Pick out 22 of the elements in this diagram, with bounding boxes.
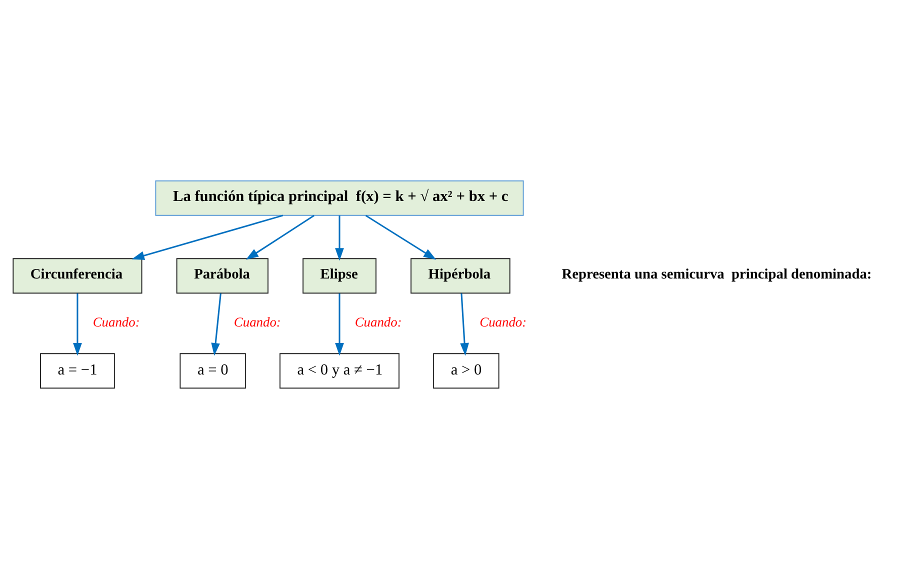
arrow bbox=[73, 293, 82, 356]
arrow bbox=[365, 214, 436, 260]
label: Representa una semicurva principal denominada: bbox=[562, 266, 872, 282]
arrow bbox=[335, 293, 344, 356]
node-box: a > 0 bbox=[433, 353, 500, 389]
node-box: a = 0 bbox=[180, 353, 246, 389]
arrow bbox=[246, 214, 315, 260]
arrow bbox=[132, 214, 284, 260]
edge-label: Cuando: bbox=[92, 314, 140, 330]
edge-label: Cuando: bbox=[234, 314, 281, 330]
node-box: a = −1 bbox=[40, 353, 115, 389]
edge-label: Cuando: bbox=[480, 314, 527, 330]
node-box: Parábola bbox=[176, 258, 268, 294]
node-box: La función típica principal f(x) = k + √ ax² + bx + c bbox=[155, 180, 524, 216]
arrow bbox=[460, 293, 469, 356]
arrow bbox=[211, 293, 222, 356]
node-box: a < 0 y a ≠ −1 bbox=[280, 353, 400, 389]
node-box: Circunferencia bbox=[12, 258, 142, 294]
arrow bbox=[335, 216, 344, 261]
node-box: Hipérbola bbox=[410, 258, 510, 294]
edge-label: Cuando: bbox=[354, 314, 402, 330]
node-box: Elipse bbox=[302, 258, 376, 294]
